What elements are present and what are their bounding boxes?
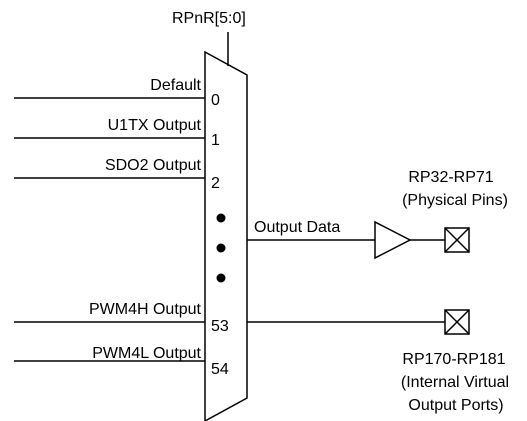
virtual-ports-caption-2: Output Ports) [408, 397, 503, 414]
ellipsis-dot [216, 273, 226, 283]
input-label-default: Default [150, 77, 201, 94]
physical-pin-icon [444, 227, 470, 253]
input-label-pwm4l: PWM4L Output [92, 345, 201, 362]
input-index-54: 54 [211, 361, 229, 378]
ellipsis-dot [216, 213, 226, 223]
virtual-ports-range: RP170-RP181 [402, 351, 505, 368]
virtual-ports-caption-1: (Internal Virtual [401, 374, 509, 391]
physical-pins-range: RP32-RP71 [408, 169, 493, 186]
select-signal-label: RPnR[5:0] [172, 10, 246, 27]
input-index-53: 53 [211, 318, 229, 335]
input-label-u1tx: U1TX Output [108, 117, 202, 134]
multiplexer-body [204, 50, 248, 421]
input-label-sdo2: SDO2 Output [105, 157, 202, 174]
input-index-0: 0 [211, 92, 220, 109]
output-data-label: Output Data [254, 219, 340, 236]
virtual-port-icon [444, 309, 470, 335]
physical-pins-caption: (Physical Pins) [402, 192, 508, 209]
output-buffer-triangle [374, 220, 412, 260]
input-index-1: 1 [211, 132, 220, 149]
input-index-2: 2 [211, 175, 220, 192]
ellipsis-dot [216, 243, 226, 253]
input-label-pwm4h: PWM4H Output [89, 301, 202, 318]
